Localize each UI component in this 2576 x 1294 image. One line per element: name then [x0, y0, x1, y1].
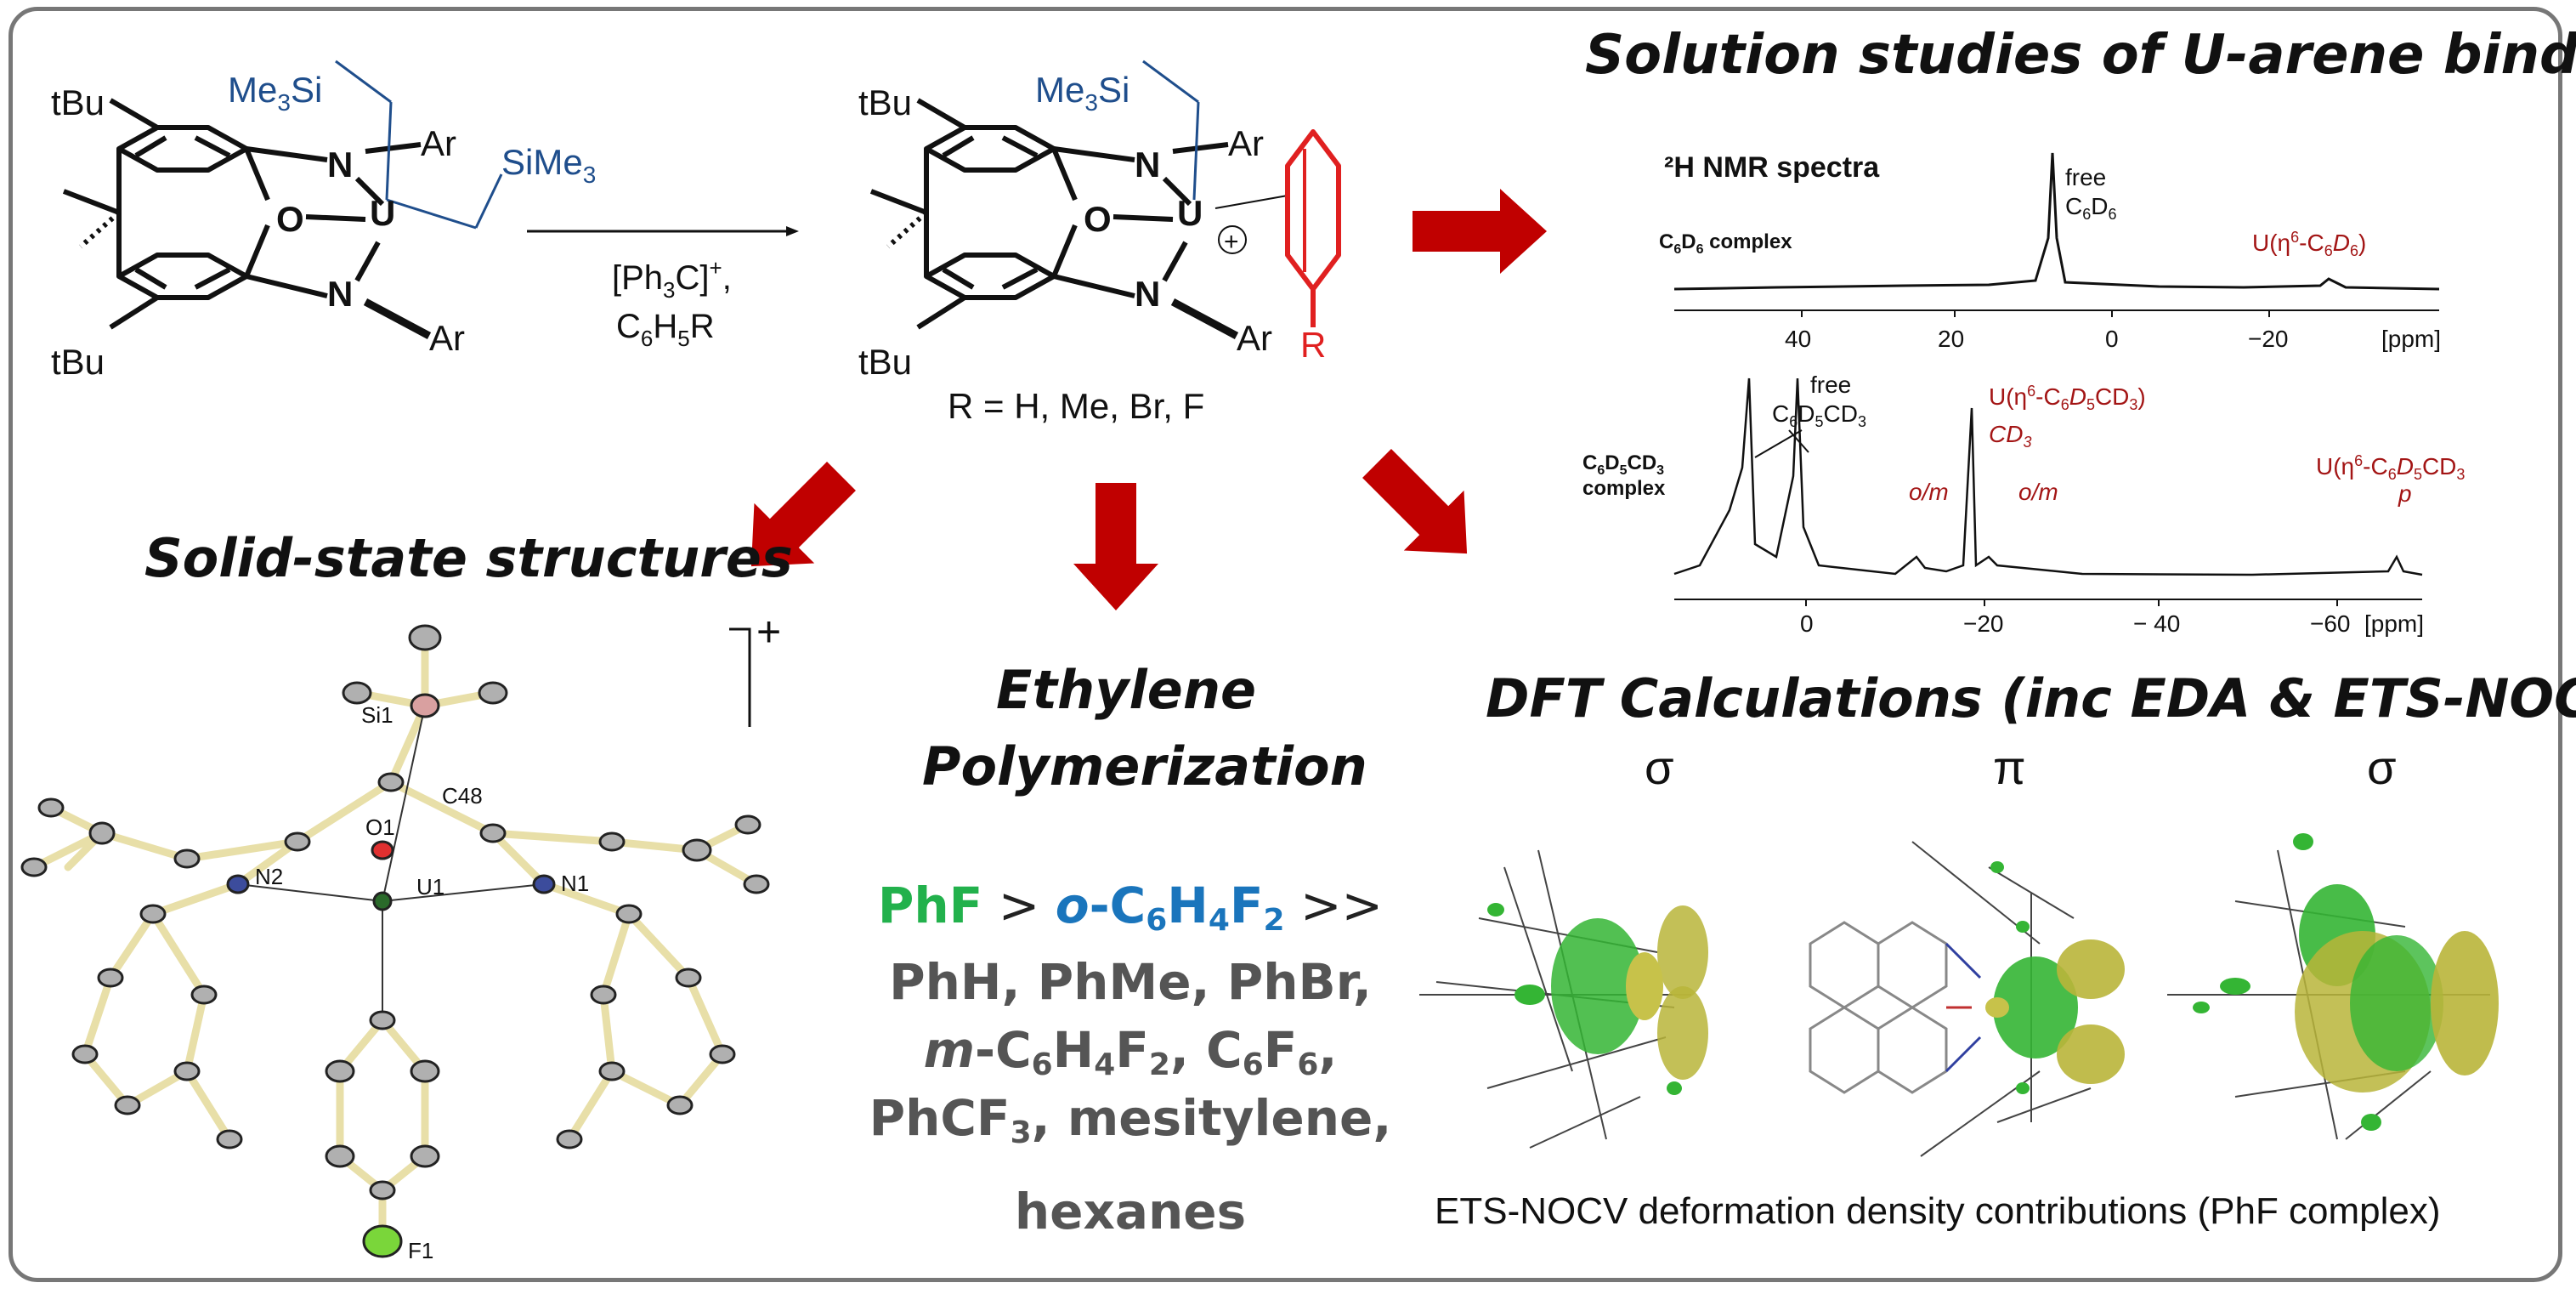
nmr2-tick-2: −20: [1963, 610, 2004, 637]
nmr2-unit: [ppm]: [2364, 610, 2424, 637]
heading-solution-studies: Solution studies of U-arene binding: [1585, 24, 2576, 87]
n-atom-top-product: N: [1135, 145, 1160, 184]
polymerization-line2: PhH, PhMe, PhBr,: [889, 953, 1372, 1011]
o-atom-product: O: [1084, 199, 1112, 239]
ar-label-top: Ar: [421, 123, 456, 163]
svg-text:U(η6-C6D6): U(η6-C6D6): [2252, 229, 2366, 259]
bound-arene: [1285, 129, 1341, 327]
arrow-to-dft: [1362, 449, 1468, 554]
svg-text:C6D5CD3: C6D5CD3: [1582, 451, 1664, 478]
heading-solid-state: Solid-state structures: [144, 527, 793, 589]
svg-text:U(η6-C6D5CD3): U(η6-C6D5CD3): [2316, 452, 2465, 483]
starting-complex: [62, 98, 432, 339]
nmr1-tick-3: 0: [2105, 326, 2119, 352]
n-atom-bottom-product: N: [1135, 274, 1160, 314]
crystal-charge: +: [756, 608, 781, 656]
nmr2-tick-4: −60: [2310, 610, 2351, 637]
dft-panel-pi: [1809, 841, 2125, 1157]
red-arrows: [750, 189, 1547, 610]
r-label: R: [1300, 325, 1326, 365]
nmr1-unit: [ppm]: [2381, 326, 2441, 352]
svg-text:+: +: [1224, 228, 1239, 256]
tbu-label-bottom: tBu: [51, 342, 105, 382]
nmr2-om2: o/m: [2018, 479, 2058, 505]
atom-n1: N1: [561, 871, 589, 896]
nmr1-tick-1: 40: [1785, 326, 1811, 352]
nmr1-tick-4: −20: [2248, 326, 2289, 352]
nmr1-free-label1: free: [2065, 164, 2106, 190]
svg-text:U(η6-C6D5CD3): U(η6-C6D5CD3): [1989, 383, 2146, 413]
heading-polymerization: Polymerization: [922, 735, 1367, 797]
svg-text:C6D6: C6D6: [2065, 193, 2117, 223]
nmr2-tick-3: − 40: [2133, 610, 2180, 637]
svg-text:²H NMR spectra: ²H NMR spectra: [1664, 151, 1880, 184]
ar-label-bottom: Ar: [429, 318, 465, 358]
svg-text:Me3Si: Me3Si: [1035, 70, 1129, 116]
n-atom-bottom: N: [327, 274, 353, 314]
nmr2-tick-1: 0: [1800, 610, 1814, 637]
polymerization-line5: hexanes: [1014, 1183, 1247, 1240]
nmr-spectrum-c6d5cd3: C6D5CD3 complex free C6D5CD3 U(η6-C6D5CD…: [1582, 374, 2465, 637]
polymerization-line3: m-C6H4F2, C6F6,: [923, 1021, 1338, 1082]
polymerization-line1: PhF > o-C6H4F2 >>: [877, 877, 1384, 938]
nmr2-label2: complex: [1582, 477, 1666, 500]
dft-panel-sigma-2: [2167, 833, 2499, 1140]
svg-text:C6H5R: C6H5R: [616, 308, 715, 351]
atom-c48: C48: [442, 783, 483, 809]
nmr2-free-label1: free: [1810, 374, 1851, 398]
nmr-spectrum-c6d6: ²H NMR spectra C6D6 complex free C6D6 U(…: [1659, 151, 2441, 352]
heading-dft: DFT Calculations (inc EDA & ETS-NOCV): [1486, 667, 2576, 729]
atom-o1: O1: [365, 814, 395, 840]
dft-densities: [1419, 833, 2499, 1157]
svg-text:Me3Si: Me3Si: [228, 70, 322, 116]
crystal-structure: +: [20, 608, 781, 1263]
dft-panel-sigma-1: [1419, 849, 1708, 1149]
r-groups-label: R = H, Me, Br, F: [948, 386, 1204, 426]
heading-ethylene: Ethylene: [995, 659, 1257, 721]
arrow-to-nmr: [1413, 189, 1547, 274]
dft-label-pi: π: [1993, 741, 2026, 794]
ar-label-bottom-product: Ar: [1237, 318, 1272, 358]
tbu-label-bottom-product: tBu: [858, 342, 912, 382]
nmr1-tick-2: 20: [1938, 326, 1964, 352]
phf-label: PhF: [877, 877, 983, 934]
atom-u1: U1: [416, 874, 444, 900]
dft-caption: ETS-NOCV deformation density contributio…: [1435, 1190, 2441, 1232]
nmr2-om1: o/m: [1909, 479, 1949, 505]
u-atom: U: [370, 193, 395, 233]
dft-label-sigma-2: σ: [2367, 741, 2397, 794]
svg-text:CD3: CD3: [1989, 421, 2031, 451]
arrow-to-polymerization: [1073, 483, 1158, 610]
polymerization-line4: PhCF3, mesitylene,: [869, 1089, 1392, 1150]
svg-text:SiMe3: SiMe3: [501, 142, 596, 188]
svg-text:C6D5CD3: C6D5CD3: [1772, 400, 1866, 430]
atom-n2: N2: [255, 864, 283, 889]
tbu-label-top: tBu: [51, 82, 105, 122]
atom-f1: F1: [408, 1238, 433, 1263]
svg-text:C6D6 complex: C6D6 complex: [1659, 230, 1792, 257]
nmr2-p-label: p: [2398, 480, 2412, 507]
ar-label-top-product: Ar: [1228, 123, 1264, 163]
u-atom-product: U: [1177, 193, 1203, 233]
nmr2-trace: [1673, 377, 2423, 576]
tbu-label-top-product: tBu: [858, 82, 912, 122]
o-atom: O: [276, 199, 304, 239]
atom-si1: Si1: [361, 702, 393, 728]
n-atom-top: N: [327, 145, 353, 184]
figure-frame: [8, 7, 2562, 1282]
dft-label-sigma-1: σ: [1645, 741, 1674, 794]
nmr1-trace: [1673, 152, 2440, 291]
arrow-to-solid: [750, 462, 856, 567]
product-complex: [869, 98, 1288, 339]
reaction-scheme: tBu tBu N O U N Ar Ar Me3Si SiMe3 [Ph3C]…: [51, 60, 1341, 426]
